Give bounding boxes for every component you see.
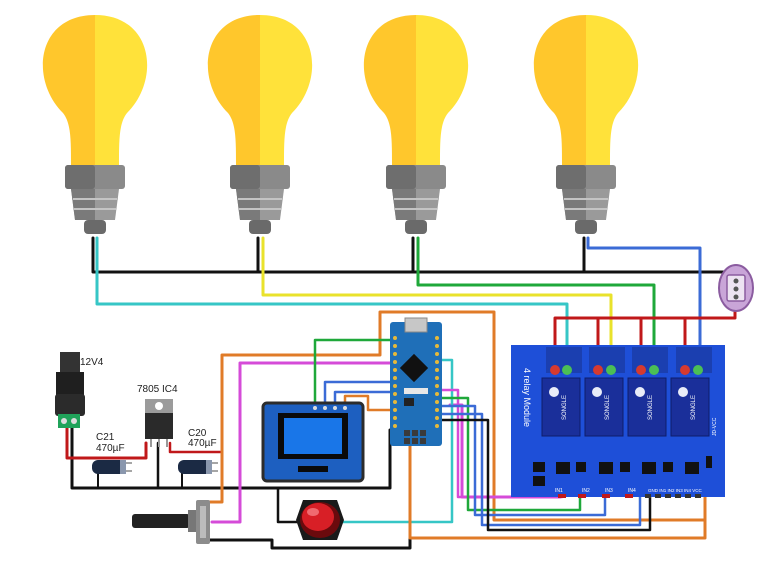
relay-driver-chips xyxy=(533,456,712,486)
regulator-label: 7805 IC4 xyxy=(137,384,178,395)
wire-in2 xyxy=(438,396,582,512)
wire-in4 xyxy=(438,412,642,527)
capacitor-icon xyxy=(178,460,218,474)
voltage-regulator: 7805 IC4 xyxy=(137,384,178,447)
relay-jumper-label: JD-VCC xyxy=(712,417,718,436)
relay-module-icon: SONGLE SONGLE SONGLE SONGLE 4 relay Modu… xyxy=(511,345,725,498)
wire-oled-blue1 xyxy=(323,380,392,406)
power-jack-label: 12V4 xyxy=(80,357,104,368)
capacitor-icon xyxy=(92,460,132,474)
light-bulb-icon xyxy=(362,14,470,235)
ac-plug-icon xyxy=(718,264,754,312)
relay-header-label: GND IN1 IN2 IN3 IN4 VCC xyxy=(648,488,703,493)
relay-module-title: 4 relay Module xyxy=(522,368,532,427)
cap2-value: 470µF xyxy=(188,438,217,449)
wire-oled-blue2 xyxy=(333,390,392,406)
wire-jack-vin xyxy=(65,426,148,460)
wire-5v-orange-pot xyxy=(208,450,224,504)
lamp-2 xyxy=(206,14,314,235)
relay-brand-3: SONGLE xyxy=(648,395,654,420)
arduino-nano xyxy=(390,317,442,446)
capacitor-c21: C21 470µF xyxy=(92,432,132,474)
relay-module: SONGLE SONGLE SONGLE SONGLE 4 relay Modu… xyxy=(511,345,725,498)
wire-oled-vcc xyxy=(343,394,392,412)
wire-in3 xyxy=(438,404,607,517)
wire-5v-orange xyxy=(220,310,707,522)
light-bulb-icon xyxy=(206,14,314,235)
relay-terminals xyxy=(546,347,712,375)
relay-brand-2: SONGLE xyxy=(605,395,611,420)
wire-bulb3-relay3 xyxy=(416,236,656,372)
cap2-name: C20 xyxy=(188,428,207,439)
wire-orange-bottom xyxy=(408,428,707,540)
relay-brand-4: SONGLE xyxy=(691,395,697,420)
wire-btn-cyan xyxy=(338,358,454,524)
oled-display xyxy=(261,401,365,483)
arduino-nano-icon xyxy=(390,317,442,446)
potentiometer-icon xyxy=(132,500,210,544)
push-button-icon xyxy=(296,500,344,540)
lamp-1 xyxy=(41,14,149,235)
capacitor-c20: C20 470µF xyxy=(178,428,218,474)
relay-in2-label: IN2 xyxy=(582,488,590,494)
lamp-3 xyxy=(362,14,470,235)
dc-jack: 12V4 xyxy=(55,352,104,428)
relay-brand-1: SONGLE xyxy=(562,395,568,420)
relays: SONGLE SONGLE SONGLE SONGLE xyxy=(541,377,710,437)
dc-jack-icon xyxy=(55,352,85,428)
cap1-name: C21 xyxy=(96,432,115,443)
relay-in1-label: IN1 xyxy=(555,488,563,494)
wire-reg-out xyxy=(168,441,222,454)
lamp-4 xyxy=(532,14,640,235)
light-bulb-icon xyxy=(532,14,640,235)
wire-in1 xyxy=(438,388,564,499)
wire-bulb1-relay1 xyxy=(95,236,569,372)
relay-input-pins xyxy=(558,494,633,498)
relay-in4-label: IN4 xyxy=(628,488,636,494)
light-bulb-icon xyxy=(41,14,149,235)
wire-oled-green xyxy=(313,338,394,406)
relay-in3-label: IN3 xyxy=(605,488,613,494)
wire-relay-gnd xyxy=(438,418,652,532)
cap1-value: 470µF xyxy=(96,443,125,454)
push-button xyxy=(296,500,344,540)
oled-display-icon xyxy=(261,401,365,483)
wire-bulb4-relay4 xyxy=(586,236,702,372)
wires xyxy=(65,236,737,550)
voltage-regulator-icon xyxy=(145,399,173,447)
wire-btn-gnd xyxy=(276,486,307,524)
wire-bulb2-relay2 xyxy=(261,236,613,372)
